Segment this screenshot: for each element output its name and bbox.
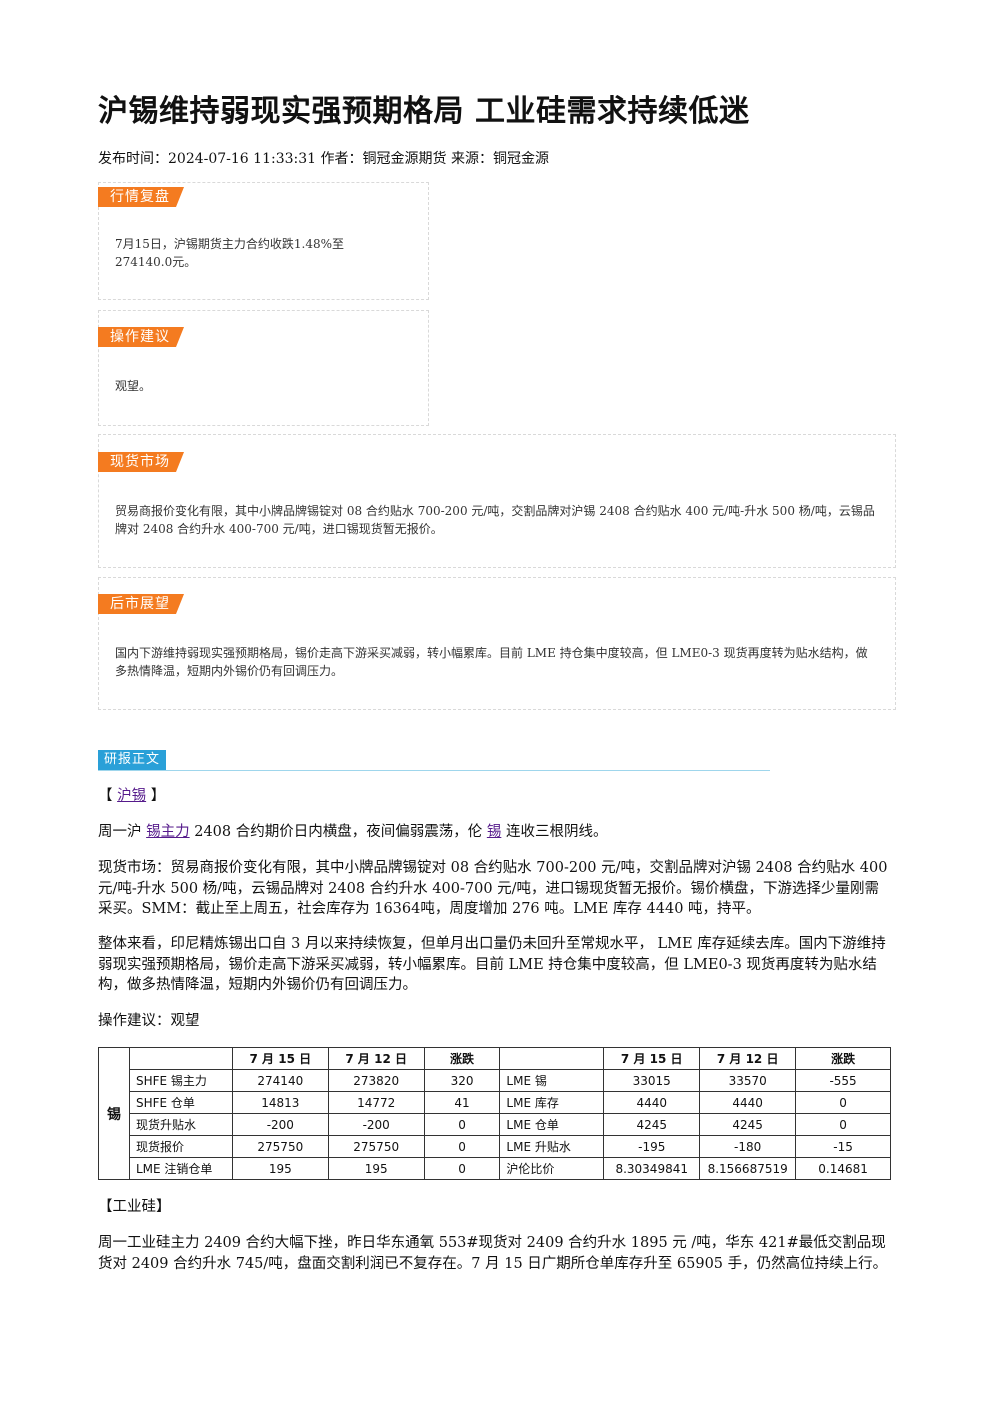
table-cell: 275750: [327, 1135, 425, 1158]
table-cell: LME 锡: [499, 1069, 605, 1092]
table-cell: LME 库存: [499, 1091, 605, 1114]
table-cell: 0: [795, 1113, 891, 1136]
table-cell: 14772: [327, 1091, 425, 1114]
table-cell: 现货升贴水: [128, 1113, 233, 1136]
tin-paragraph-4: 操作建议：观望: [98, 1013, 200, 1029]
spot-market-tag: 现货市场: [98, 452, 184, 472]
table-cell: 4245: [699, 1113, 797, 1136]
table-cell: -180: [699, 1135, 797, 1158]
table-cell: 195: [327, 1157, 425, 1180]
spot-market-box: 现货市场 贸易商报价变化有限，其中小牌品牌锡锭对 08 合约贴水 700-200…: [98, 434, 896, 568]
table-cell: 4245: [603, 1113, 701, 1136]
table-row: SHFE 仓单 14813 14772 41 LME 库存 4440 4440 …: [99, 1091, 891, 1114]
table-cell: 273820: [327, 1069, 425, 1092]
table-cell: -200: [231, 1113, 329, 1136]
table-cell: 0: [423, 1135, 501, 1158]
silicon-heading: 【工业硅】: [98, 1199, 171, 1215]
table-cell: 沪伦比价: [499, 1157, 605, 1180]
para1-text-c: 连收三根阴线。: [501, 824, 608, 840]
table-header-cell: 涨跌: [795, 1047, 891, 1070]
table-cell: 0: [423, 1157, 501, 1180]
table-header-cell: 7 月 12 日: [327, 1047, 425, 1070]
tin-link[interactable]: 沪锡: [117, 788, 147, 804]
tin-heading-open: 【: [98, 788, 118, 804]
table-cell: 41: [423, 1091, 501, 1114]
table-cell: LME 升贴水: [499, 1135, 605, 1158]
table-header-cell: 涨跌: [423, 1047, 501, 1070]
silicon-paragraph: 周一工业硅主力 2409 合约大幅下挫，昨日华东通氧 553#现货对 2409 …: [98, 1235, 888, 1272]
table-cell: SHFE 仓单: [128, 1091, 233, 1114]
table-cell: 195: [231, 1157, 329, 1180]
table-cell: 33570: [699, 1069, 797, 1092]
market-review-box: 行情复盘 7月15日，沪锡期货主力合约收跌1.48%至274140.0元。: [98, 182, 429, 300]
table-row: LME 注销仓单 195 195 0 沪伦比价 8.30349841 8.156…: [99, 1157, 891, 1180]
report-body-header: 研报正文: [98, 750, 770, 771]
tin-paragraph-2: 现货市场：贸易商报价变化有限，其中小牌品牌锡锭对 08 合约贴水 700-200…: [98, 860, 888, 917]
tin-main-link[interactable]: 锡主力: [146, 824, 190, 840]
outlook-text: 国内下游维持弱现实强预期格局，锡价走高下游采买减弱，转小幅累库。目前 LME 持…: [115, 646, 868, 678]
tin-heading-close: 】: [146, 788, 166, 804]
table-cell: 8.30349841: [603, 1157, 701, 1180]
tin-data-table: 锡 7 月 15 日 7 月 12 日 涨跌 7 月 15 日 7 月 12 日…: [98, 1047, 891, 1180]
operation-tag: 操作建议: [98, 327, 184, 347]
para1-text-b: 2408 合约期价日内横盘，夜间偏弱震荡，伦: [189, 824, 487, 840]
report-body-tag: 研报正文: [98, 750, 167, 770]
table-header-cell: 7 月 15 日: [231, 1047, 329, 1070]
spot-market-text: 贸易商报价变化有限，其中小牌品牌锡锭对 08 合约贴水 700-200 元/吨，…: [115, 504, 875, 536]
market-review-tag: 行情复盘: [98, 187, 184, 207]
table-header-cell: 7 月 15 日: [603, 1047, 701, 1070]
table-cell: 8.156687519: [699, 1157, 797, 1180]
table-cell: 274140: [231, 1069, 329, 1092]
table-cell: 4440: [699, 1091, 797, 1114]
outlook-box: 后市展望 国内下游维持弱现实强预期格局，锡价走高下游采买减弱，转小幅累库。目前 …: [98, 577, 896, 710]
table-cell: 275750: [231, 1135, 329, 1158]
table-cell: -555: [795, 1069, 891, 1092]
table-row: 现货升贴水 -200 -200 0 LME 仓单 4245 4245 0: [99, 1113, 891, 1136]
metal-cell: 锡: [98, 1047, 130, 1180]
table-cell: 320: [423, 1069, 501, 1092]
outlook-tag: 后市展望: [98, 594, 184, 614]
operation-box: 操作建议 观望。: [98, 310, 429, 426]
tin-paragraph-3: 整体来看，印尼精炼锡出口自 3 月以来持续恢复，但单月出口量仍未回升至常规水平，…: [98, 936, 886, 993]
table-cell: LME 注销仓单: [128, 1157, 233, 1180]
operation-text: 观望。: [115, 379, 152, 393]
table-header-cell: [499, 1047, 605, 1070]
table-cell: 0.14681: [795, 1157, 891, 1180]
table-cell: 0: [423, 1113, 501, 1136]
table-row: 现货报价 275750 275750 0 LME 升贴水 -195 -180 -…: [99, 1135, 891, 1158]
table-cell: 14813: [231, 1091, 329, 1114]
tin-paragraph-1: 周一沪 锡主力 2408 合约期价日内横盘，夜间偏弱震荡，伦 锡 连收三根阴线。: [98, 822, 893, 843]
table-cell: 33015: [603, 1069, 701, 1092]
para1-text-a: 周一沪: [98, 824, 147, 840]
market-review-text: 7月15日，沪锡期货主力合约收跌1.48%至274140.0元。: [115, 237, 345, 269]
table-header-row: 锡 7 月 15 日 7 月 12 日 涨跌 7 月 15 日 7 月 12 日…: [98, 1047, 891, 1180]
page-title: 沪锡维持弱现实强预期格局 工业硅需求持续低迷: [98, 94, 750, 129]
table-cell: -195: [603, 1135, 701, 1158]
table-header-cell: [128, 1047, 233, 1070]
table-cell: -200: [327, 1113, 425, 1136]
table-cell: SHFE 锡主力: [128, 1069, 233, 1092]
table-cell: 4440: [603, 1091, 701, 1114]
lme-tin-link[interactable]: 锡: [486, 824, 502, 840]
table-cell: 0: [795, 1091, 891, 1114]
table-header-cell: 7 月 12 日: [699, 1047, 797, 1070]
table-cell: LME 仓单: [499, 1113, 605, 1136]
table-cell: 现货报价: [128, 1135, 233, 1158]
table-cell: -15: [795, 1135, 891, 1158]
publish-meta: 发布时间：2024-07-16 11:33:31 作者：铜冠金源期货 来源：铜冠…: [98, 151, 549, 167]
tin-heading: 【 沪锡 】: [98, 786, 893, 807]
table-row: SHFE 锡主力 274140 273820 320 LME 锡 33015 3…: [99, 1069, 891, 1092]
